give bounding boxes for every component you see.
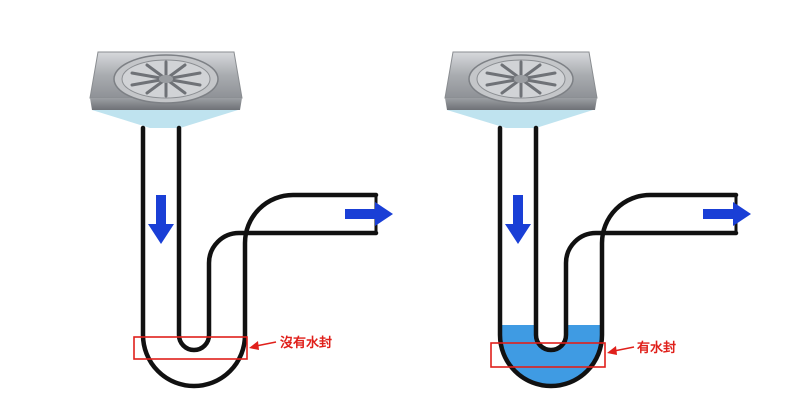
drain-cover-icon [444, 51, 598, 110]
funnel-water [92, 110, 238, 128]
seal-highlight-box [133, 336, 248, 360]
seal-highlight-box [490, 342, 606, 368]
drain-cover-icon [89, 51, 243, 110]
down-arrow-icon [148, 195, 174, 244]
water-seal [500, 325, 601, 386]
right-arrow-icon [703, 202, 751, 226]
trap-pipe [140, 125, 379, 389]
label-with-water-seal: 有水封 [637, 340, 676, 356]
label-no-water-seal: 沒有水封 [280, 335, 332, 351]
diagram-no-water-seal: 沒有水封 [89, 51, 393, 389]
right-arrow-icon [345, 202, 393, 226]
funnel-water [447, 110, 593, 128]
down-arrow-icon [505, 195, 531, 244]
pointer-arrow-icon [607, 346, 635, 355]
pointer-arrow-icon [249, 341, 277, 350]
diagram-with-water-seal: 有水封 [444, 51, 751, 389]
